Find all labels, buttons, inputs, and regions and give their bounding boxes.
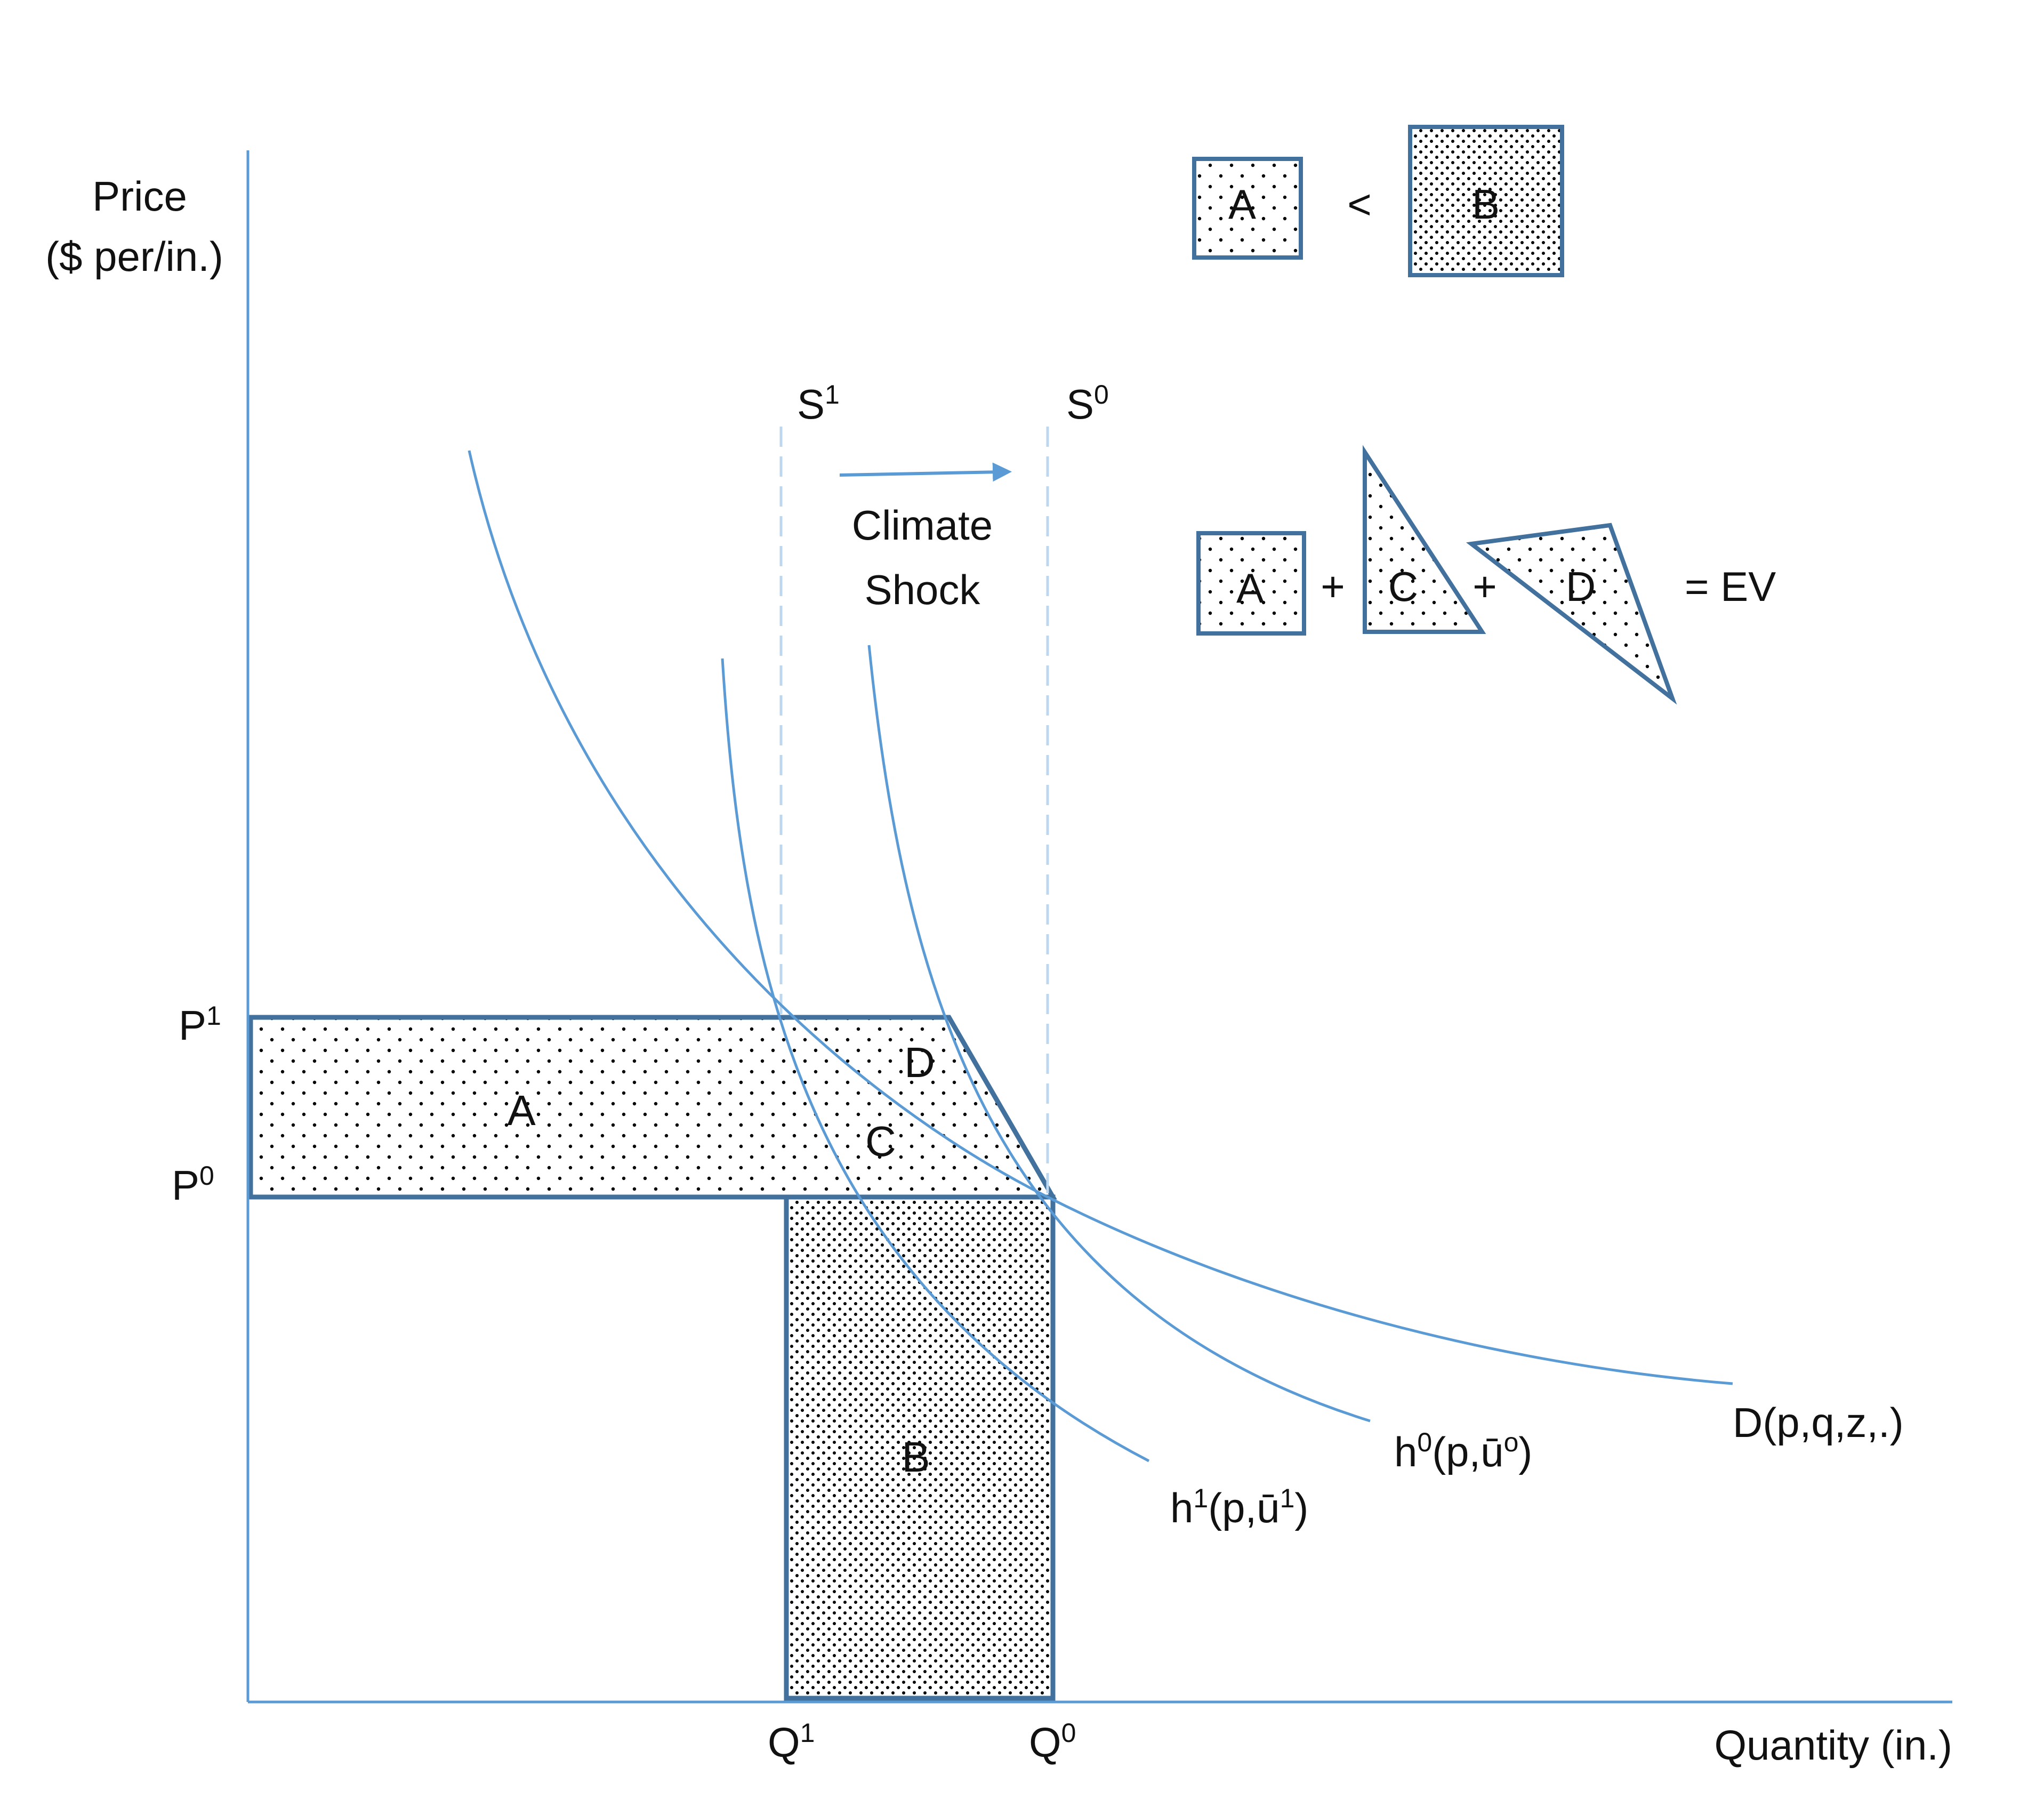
legend-sum-c-label: C <box>1388 563 1418 610</box>
legend-box-a-label: A <box>1228 181 1256 228</box>
tick-q1: Q1 <box>768 1718 815 1766</box>
legend-plus-1: + <box>1321 563 1345 610</box>
legend-sum-d-label: D <box>1566 563 1596 610</box>
supply-label-s1: S1 <box>797 380 840 428</box>
legend-box-b-label: B <box>1472 181 1500 228</box>
climate-shock-label-line2: Shock <box>865 566 981 613</box>
region-b-label: B <box>902 1433 930 1481</box>
tick-p1: P1 <box>179 1001 221 1049</box>
climate-shock-label-line1: Climate <box>852 502 993 549</box>
legend-box-a <box>1192 157 1303 260</box>
tick-p0: P0 <box>172 1161 214 1209</box>
y-axis-label-line2: ($ per/in.) <box>45 233 223 280</box>
tick-q0: Q0 <box>1029 1718 1076 1766</box>
climate-shock-arrow <box>839 462 1012 482</box>
legend-less-than: < <box>1347 181 1372 228</box>
legend-triangle-d <box>1466 523 1677 705</box>
h0-curve <box>867 645 1371 1423</box>
h1-curve <box>721 658 1150 1463</box>
legend-box-b <box>1408 125 1564 277</box>
demand-curve-label: D(p,q,z,.) <box>1733 1399 1904 1446</box>
demand-curve <box>468 450 1733 1385</box>
legend-triangle-c <box>1363 445 1486 634</box>
legend-equals-ev: = EV <box>1685 563 1776 610</box>
region-d-label: D <box>904 1039 935 1086</box>
region-a-label: A <box>507 1087 536 1134</box>
legend-plus-2: + <box>1472 563 1497 610</box>
h1-curve-label: h1(p,ū1) <box>1170 1483 1308 1531</box>
y-axis-label-line1: Price <box>92 173 187 220</box>
region-c-label: C <box>865 1118 896 1165</box>
legend-sum-box-a <box>1196 531 1306 636</box>
x-axis-label: Quantity (in.) <box>1715 1722 1952 1769</box>
legend-sum-a-label: A <box>1236 565 1264 612</box>
h0-curve-label: h0(p,ūo) <box>1394 1427 1532 1475</box>
supply-label-s0: S0 <box>1066 380 1109 428</box>
